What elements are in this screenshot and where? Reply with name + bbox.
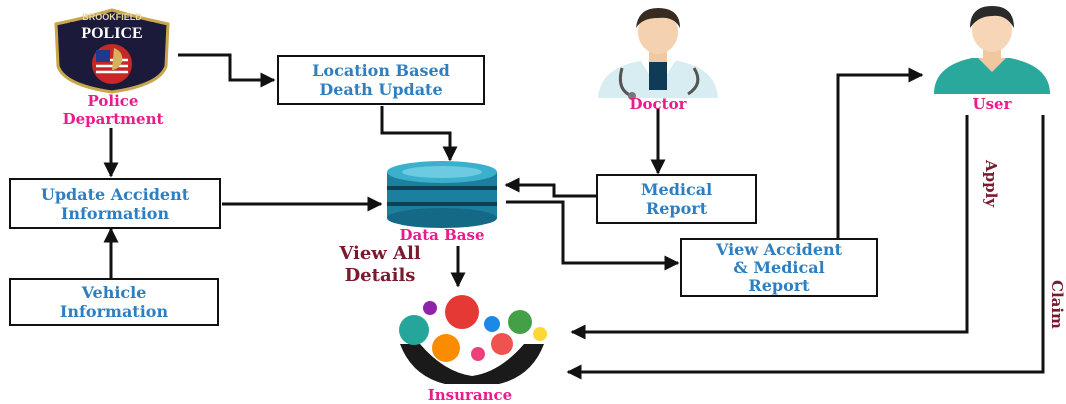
doctor-icon — [598, 8, 718, 100]
update-accident-text: Update Accident Information — [40, 184, 190, 223]
database-label: Data Base — [399, 226, 485, 244]
arrow-location-to-db — [380, 106, 458, 162]
location-death-text: Location Based Death Update — [312, 61, 450, 99]
user-label: User — [972, 95, 1012, 113]
doctor-label: Doctor — [629, 95, 687, 113]
database-icon — [387, 161, 497, 228]
badge-top-text: BROOKFIELD — [82, 12, 142, 22]
arrow-user-apply — [570, 115, 969, 340]
arrow-police-to-location — [178, 53, 276, 88]
police-label: Police Department — [62, 92, 164, 128]
view-all-details-label: View All Details — [339, 243, 421, 286]
vehicle-info-box: Vehicle Information — [9, 278, 219, 326]
apply-label: Apply — [982, 160, 1000, 208]
police-badge-icon — [54, 8, 170, 94]
location-death-box: Location Based Death Update — [277, 55, 485, 105]
arrow-user-claim — [566, 115, 1045, 380]
arrow-view-accident-to-user — [836, 67, 924, 238]
claim-label: Claim — [1048, 280, 1066, 329]
insurance-label: Insurance — [427, 386, 513, 404]
view-accident-text: View Accident & Medical Report — [715, 239, 843, 295]
medical-report-box: Medical Report — [596, 174, 757, 224]
medical-report-text: Medical Report — [640, 180, 713, 218]
badge-main-text: POLICE — [81, 25, 142, 42]
update-accident-box: Update Accident Information — [9, 178, 221, 229]
arrow-db-to-view-accident — [506, 200, 680, 271]
insurance-icon — [399, 295, 547, 384]
vehicle-info-text: Vehicle Information — [59, 283, 169, 321]
arrow-medical-to-db — [504, 177, 596, 198]
view-accident-box: View Accident & Medical Report — [680, 238, 878, 297]
user-icon — [934, 6, 1050, 94]
